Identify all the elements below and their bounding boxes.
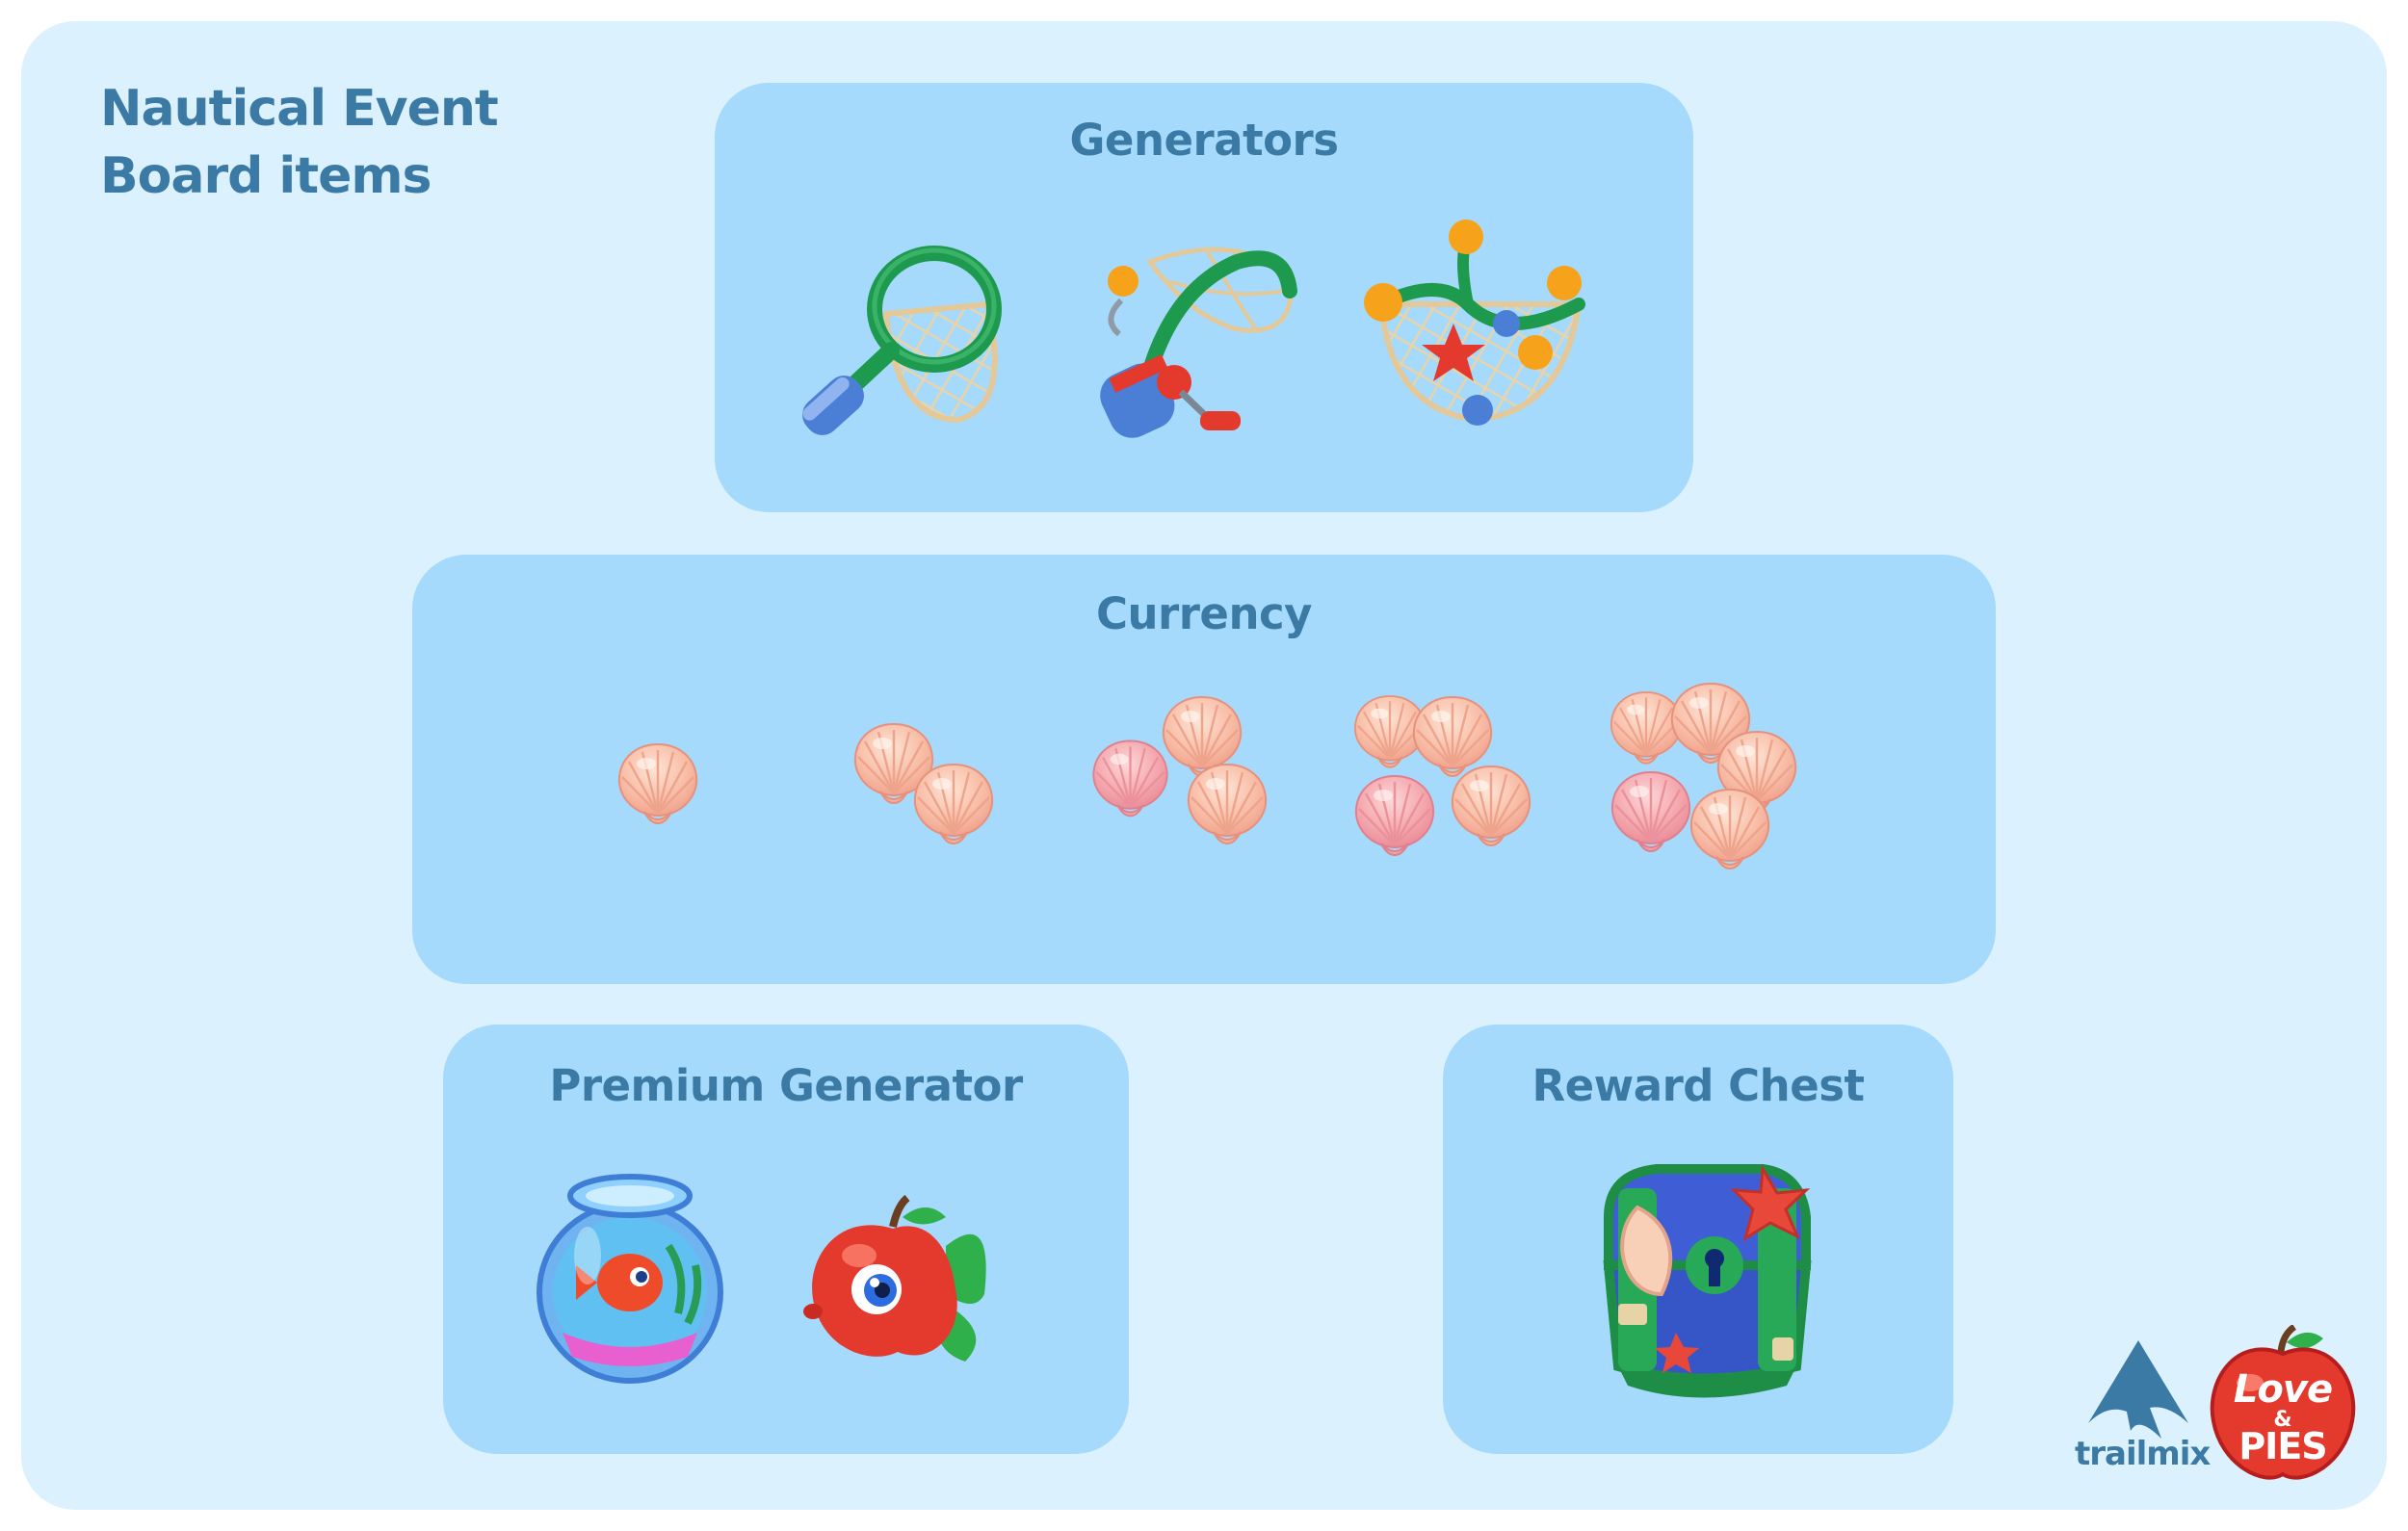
generators-title: Generators: [1069, 115, 1339, 166]
love-pies-logo: Love & PIES: [2206, 1325, 2360, 1489]
seashell-2-icon: [846, 714, 1009, 859]
love-pies-word-love: Love: [2233, 1367, 2333, 1412]
love-pies-ampersand: &: [2273, 1408, 2292, 1432]
reward-chest-panel: Reward Chest: [1443, 1025, 1953, 1454]
apple-logo-icon: [2210, 1325, 2356, 1480]
currency-title: Currency: [1095, 588, 1313, 639]
treasure-chest-icon: [1580, 1150, 1820, 1410]
trailmix-mountain-icon: [2088, 1340, 2188, 1439]
love-pies-word-pies: PIES: [2238, 1425, 2327, 1467]
page-title: Nautical Event Board items: [100, 80, 499, 205]
apple-fish-icon: [801, 1188, 994, 1381]
seashell-3-icon: [1085, 688, 1277, 861]
trailmix-logo: trailmix: [2075, 1336, 2211, 1473]
seashell-5-icon: [1603, 674, 1815, 886]
trailmix-wordmark: trailmix: [2075, 1435, 2211, 1473]
fishing-net-with-floats-icon: [1362, 218, 1593, 458]
generators-panel: Generators: [715, 83, 1693, 512]
premium-generator-title: Premium Generator: [549, 1060, 1023, 1111]
currency-panel: Currency: [412, 555, 1996, 984]
fishbowl-icon: [534, 1169, 726, 1390]
fishing-rod-net-icon: [1092, 223, 1304, 454]
premium-generator-panel: Premium Generator: [443, 1025, 1129, 1454]
butterfly-net-icon: [790, 227, 1021, 458]
seashell-1-icon: [605, 730, 711, 845]
reward-chest-title: Reward Chest: [1531, 1060, 1865, 1111]
seashell-4-icon: [1347, 688, 1549, 870]
